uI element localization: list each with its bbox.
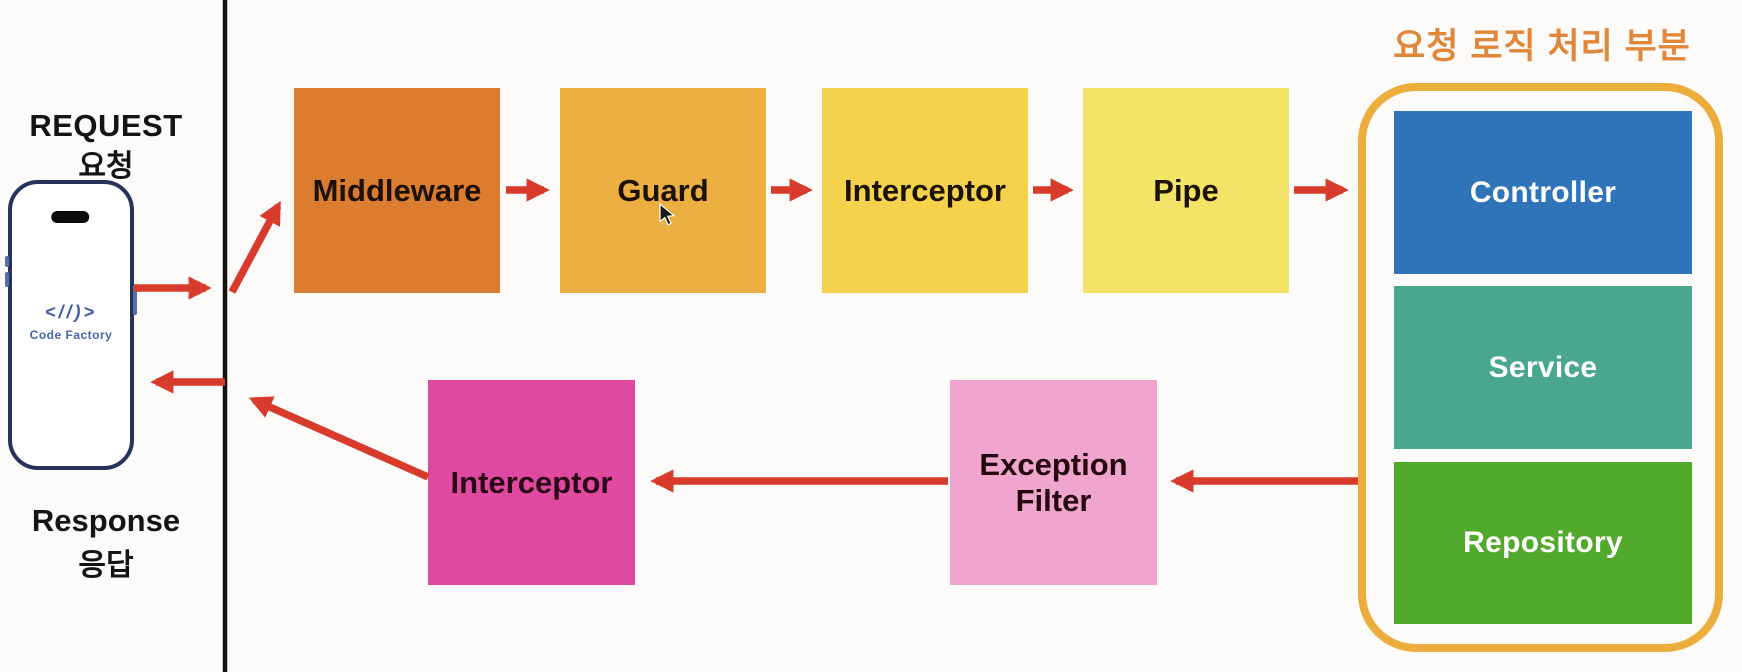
arrow-interceptor-to-divider bbox=[248, 396, 430, 481]
node-service: Service bbox=[1394, 286, 1692, 449]
request-label: REQUEST bbox=[29, 108, 183, 143]
phone-notch bbox=[51, 211, 90, 223]
node-controller: Controller bbox=[1394, 111, 1692, 274]
node-exception-filter: Exception Filter bbox=[950, 380, 1157, 585]
response-label: Response bbox=[31, 503, 181, 538]
logic-group-title: 요청 로직 처리 부분 bbox=[1393, 27, 1691, 66]
response-label-korean: 응답 bbox=[78, 549, 134, 582]
client-phone-illustration: <//)> Code Factory bbox=[5, 180, 137, 470]
node-middleware: Middleware bbox=[294, 88, 500, 293]
exception-filter-label: Exception Filter bbox=[979, 446, 1128, 518]
phone-side-button bbox=[5, 272, 9, 287]
phone-side-button bbox=[5, 256, 9, 267]
phone-side-button bbox=[133, 285, 137, 315]
arrow-divider-to-middleware bbox=[228, 200, 282, 294]
node-pipe: Pipe bbox=[1083, 88, 1289, 293]
node-guard: Guard bbox=[560, 88, 766, 293]
request-label-korean: 요청 bbox=[78, 150, 134, 183]
code-factory-logo-icon: <//)> bbox=[44, 302, 98, 322]
code-factory-logo: <//)> Code Factory bbox=[12, 302, 130, 342]
node-interceptor-request: Interceptor bbox=[822, 88, 1028, 293]
node-repository: Repository bbox=[1394, 462, 1692, 624]
node-interceptor-response: Interceptor bbox=[428, 380, 635, 585]
code-factory-logo-text: Code Factory bbox=[29, 328, 113, 342]
logic-group-container: Controller Service Repository bbox=[1358, 83, 1723, 652]
